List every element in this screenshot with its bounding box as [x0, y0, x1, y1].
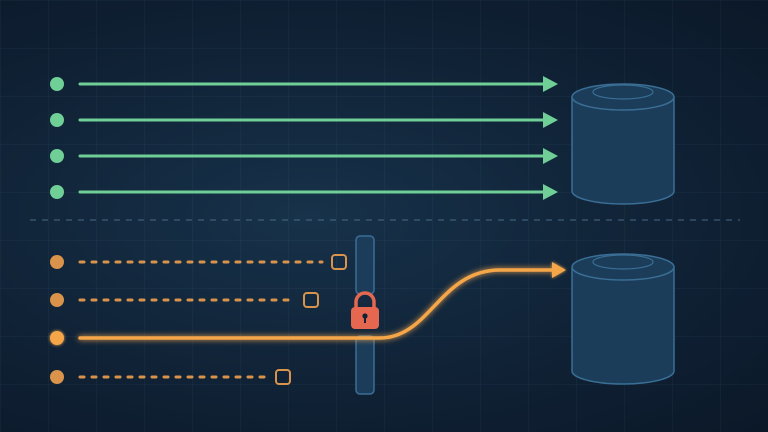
database-top-icon — [571, 83, 675, 205]
lock-icon — [351, 291, 379, 329]
source-node — [50, 113, 64, 127]
parallel-streams-group — [50, 76, 558, 200]
source-node — [50, 255, 64, 269]
database-bottom-icon — [571, 253, 675, 385]
source-node — [50, 370, 64, 384]
source-node — [50, 149, 64, 163]
active-stream-arrowhead — [552, 262, 566, 278]
active-stream-path — [78, 268, 554, 340]
waiting-request-icon — [303, 292, 319, 308]
gate-barrier — [355, 235, 375, 395]
stream-arrowhead — [543, 148, 558, 164]
waiting-request-icon — [275, 369, 291, 385]
source-node — [50, 293, 64, 307]
active-source-node — [50, 331, 64, 345]
serialized-streams-group — [50, 254, 347, 385]
source-node — [50, 77, 64, 91]
stream-arrowhead — [543, 112, 558, 128]
waiting-request-icon — [331, 254, 347, 270]
source-node — [50, 185, 64, 199]
stream-arrowhead — [543, 184, 558, 200]
stream-arrowhead — [543, 76, 558, 92]
